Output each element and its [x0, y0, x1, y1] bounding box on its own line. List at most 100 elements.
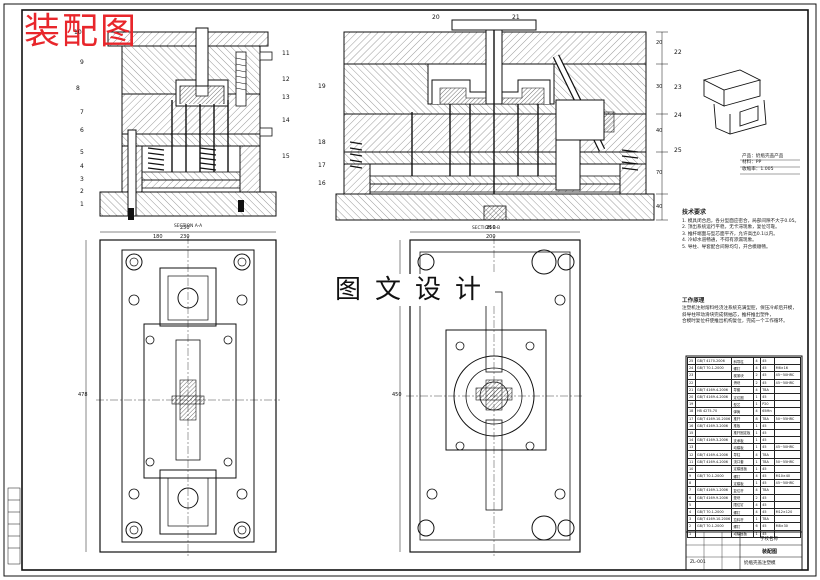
plan-view-right-detail [475, 379, 513, 411]
title-block-drawing-name: 装配图 [762, 549, 778, 555]
product-name: 产品：奶瓶壳盖产品 [742, 154, 784, 159]
dim-text: 70 [656, 170, 663, 176]
bom-cell: 10 [687, 464, 696, 474]
bom-cell: 动模板 [731, 443, 755, 452]
bom-cell: 斜导柱 [731, 356, 755, 366]
bom-cell [773, 356, 802, 366]
technical-requirements: 技术要求 1. 模具闭合后，各分型面应密合，局部间隙不大于0.05。 2. 顶出… [682, 209, 800, 326]
bom-cell: 45 [760, 522, 775, 531]
bom-cell [773, 421, 802, 430]
callout: 20 [432, 14, 440, 21]
bom-cell: 6 [753, 522, 762, 531]
callout: 14 [282, 117, 290, 124]
callout: 12 [282, 76, 290, 83]
bom-cell: 定位圈 [731, 392, 755, 402]
bom-cell: 9 [687, 471, 696, 481]
dim-text: 40 [656, 128, 663, 134]
note-line: 4. 冷却水道畅通，不得有渗漏现象。 [682, 238, 757, 244]
bom-cell: 45 [760, 464, 775, 474]
assembly-drawing-stamp: 装配图 [24, 11, 139, 52]
bom-cell: 18 [687, 407, 696, 416]
bom-cell: 16 [687, 421, 696, 430]
bom-cell: 50~55HRC [773, 457, 802, 466]
bom-cell: 1 [753, 400, 762, 409]
plan-view-left-detail [171, 379, 205, 421]
section-a-a-view [99, 27, 277, 220]
bom-cell: 型芯 [731, 400, 755, 409]
principle-line: 斜导柱带动滑块完成侧抽芯，推杆推出塑件， [682, 312, 774, 318]
principle-line: 注塑机注射熔料经浇注系统充满型腔，保压冷却后开模， [682, 306, 797, 312]
bom-cell: GB/T 4169.3-2006 [694, 436, 733, 445]
bom-cell: 2 [687, 522, 696, 531]
bom-cell: 复位杆 [731, 486, 755, 495]
return-spring-left [147, 147, 165, 171]
product-material: 材料：PP [742, 160, 762, 166]
callout: 22 [674, 49, 682, 56]
bom-cell: 14 [687, 436, 696, 445]
product-isometric-sketch [702, 69, 767, 135]
callout: 2 [80, 188, 84, 195]
bom-cell: 1 [753, 428, 762, 438]
bom-cell: 螺钉 [731, 522, 755, 531]
note-line: 1. 模具闭合后，各分型面应密合，局部间隙不大于0.05。 [682, 218, 800, 224]
principle-line: 合模时复位杆使推出机构复位，完成一个工作循环。 [682, 319, 788, 325]
bom-cell [773, 450, 802, 459]
bom-cell: T8A [760, 450, 775, 459]
bom-cell: 45 [760, 507, 775, 517]
binding-margin-boxes [7, 487, 21, 565]
bom-cell: 弹簧 [731, 407, 755, 416]
bom-cell: 45 [760, 436, 775, 445]
dim-text: 250 [180, 225, 190, 231]
bom-cell: 垫块 [731, 493, 755, 502]
bom-cell: M8×30 [773, 522, 802, 531]
bom-cell: 4 [753, 385, 762, 394]
bom-cell: 45~50HRC [773, 371, 802, 380]
product-shrinkage: 收缩率：1.005 [742, 166, 774, 172]
bom-cell: P20 [760, 400, 775, 409]
bom-cell: 4 [753, 450, 762, 459]
bom-cell [773, 385, 802, 394]
callout: 25 [674, 147, 682, 154]
title-block-code: ZL-001 [690, 560, 706, 565]
designer-watermark: 图文设计 [335, 274, 496, 306]
bom-cell: 定模板 [731, 479, 755, 488]
bom-cell: 4 [753, 500, 762, 509]
bom-cell: 4 [753, 486, 762, 495]
bom-cell: 1 [753, 443, 762, 452]
bom-cell: GB/T 4169.1-2006 [694, 486, 733, 495]
bom-cell [694, 428, 733, 438]
callout: 4 [80, 163, 84, 170]
callout: 21 [512, 14, 520, 21]
bom-cell: GB/T 70.1-2000 [694, 522, 733, 531]
bom-cell: T8A [760, 486, 775, 495]
callout: 19 [318, 83, 326, 90]
callout: 11 [282, 50, 290, 57]
bom-cell: 21 [687, 385, 696, 394]
bom-cell [773, 407, 802, 416]
bom-cell: 1 [753, 479, 762, 488]
return-spring-mid [199, 147, 217, 171]
bom-cell: GB/T 4169.3-2006 [694, 421, 733, 430]
bom-cell: 19 [687, 400, 696, 409]
bom-cell [773, 392, 802, 402]
bom-cell: 导套 [731, 385, 755, 394]
bom-cell [773, 428, 802, 438]
bom-cell: 2 [753, 371, 762, 380]
bom-cell: 45~50HRC [773, 378, 802, 387]
callout: 5 [80, 149, 84, 156]
bom-cell: 45 [760, 421, 775, 430]
bom-cell [694, 529, 733, 538]
bom-cell: M6×16 [773, 364, 802, 373]
bom-cell: 7 [687, 486, 696, 495]
bom-cell: 45 [760, 356, 775, 366]
bom-cell: 浇口套 [731, 457, 755, 466]
